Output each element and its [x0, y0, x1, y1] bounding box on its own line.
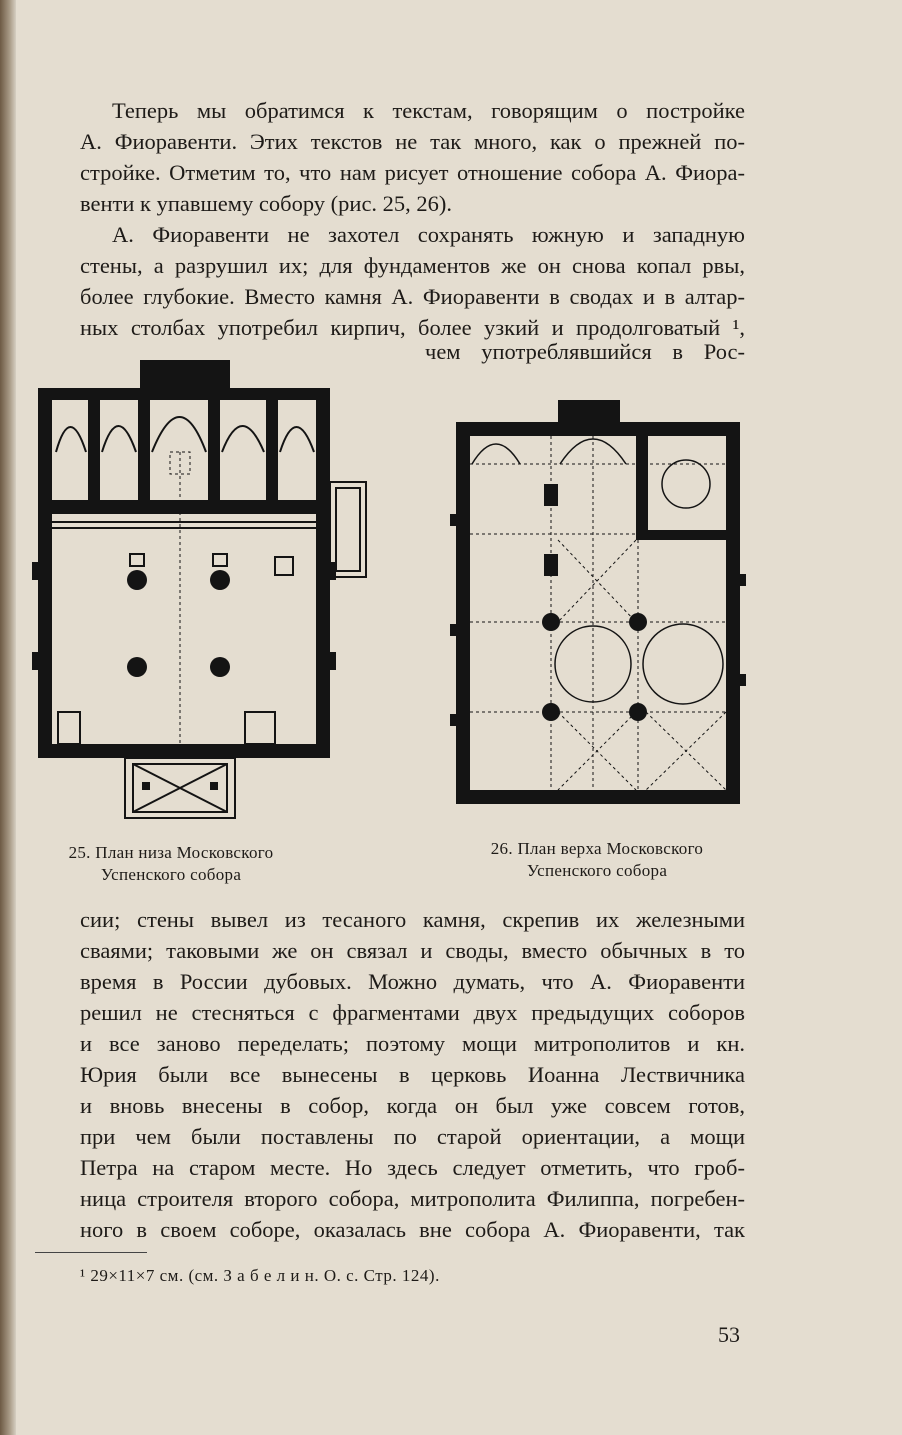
text-line: сии; стены вывел из тесаного камня, скре… — [80, 907, 745, 932]
caption-line: 26. План верха Московского — [490, 839, 704, 858]
text-line: и все заново переделать; поэтому мощи ми… — [80, 1031, 745, 1056]
caption-line: Успенского собора — [100, 865, 242, 884]
caption-line: 25. План низа Московского — [68, 843, 274, 862]
figure-25-caption: 25. План низа Московского Успенского соб… — [30, 842, 312, 886]
footnote-rule — [35, 1252, 147, 1253]
text-line: А. Фиоравенти. Этих текстов не так много… — [80, 129, 745, 154]
figure-25-floor-plan — [32, 360, 367, 819]
text-line: Петра на старом месте. Но здесь следует … — [80, 1155, 745, 1180]
caption-line: Успенского собора — [526, 861, 668, 880]
text-line: при чем были поставлены по старой ориент… — [80, 1124, 745, 1149]
text-line: стены, а разрушил их; для фундаментов же… — [80, 253, 745, 278]
text-line: ных столбах употребил кирпич, более узки… — [80, 315, 745, 340]
text-line: и вновь внесены в собор, когда он был уж… — [80, 1093, 745, 1118]
book-spine-shadow — [0, 0, 16, 1435]
text-line: сваями; таковыми же он связал и своды, в… — [80, 938, 745, 963]
text-line: стройке. Отметим то, что нам рисует отно… — [80, 160, 745, 185]
figure-26-caption: 26. План верха Московского Успенского со… — [452, 838, 742, 882]
text-line: время в России дубовых. Можно думать, чт… — [80, 969, 745, 994]
figure-26-floor-plan — [450, 400, 746, 804]
text-line: Юрия были все вынесены в церковь Иоанна … — [80, 1062, 745, 1087]
page-number: 53 — [718, 1322, 740, 1347]
text-line: Теперь мы обратимся к текстам, говорящим… — [112, 98, 745, 123]
text-line: венти к упавшему собору (рис. 25, 26). — [80, 191, 453, 216]
footnote: ¹ 29×11×7 см. (см. З а б е л и н. О. с. … — [80, 1266, 440, 1285]
text-line: решил не стесняться с фрагментами двух п… — [80, 1000, 745, 1025]
text-line: А. Фиоравенти не захотел сохранять южную… — [112, 222, 745, 247]
text-line: более глубокие. Вместо камня А. Фиоравен… — [80, 284, 745, 309]
text-line: ница строителя второго собора, митрополи… — [80, 1186, 745, 1211]
text-line: ного в своем соборе, оказалась вне собор… — [80, 1217, 745, 1242]
text-line: чем употреблявшийся в Рос- — [425, 339, 745, 364]
